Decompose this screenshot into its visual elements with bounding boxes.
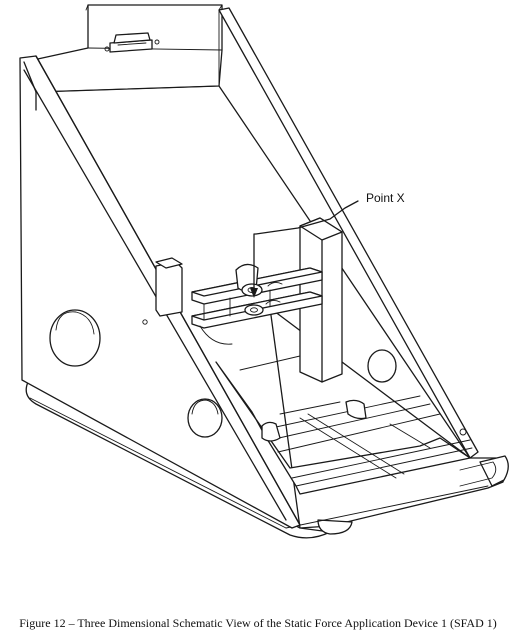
connector-slot [104, 32, 160, 53]
figure-caption: Figure 12 – Three Dimensional Schematic … [19, 616, 497, 630]
point-x-leader-line [250, 200, 359, 298]
base-rails [215, 355, 473, 495]
sfad-schematic-drawing [19, 4, 509, 539]
right-side-wall [218, 7, 479, 459]
point-x-label: Point X [366, 191, 405, 205]
clamp-assembly [191, 263, 323, 345]
left-post [155, 257, 183, 317]
